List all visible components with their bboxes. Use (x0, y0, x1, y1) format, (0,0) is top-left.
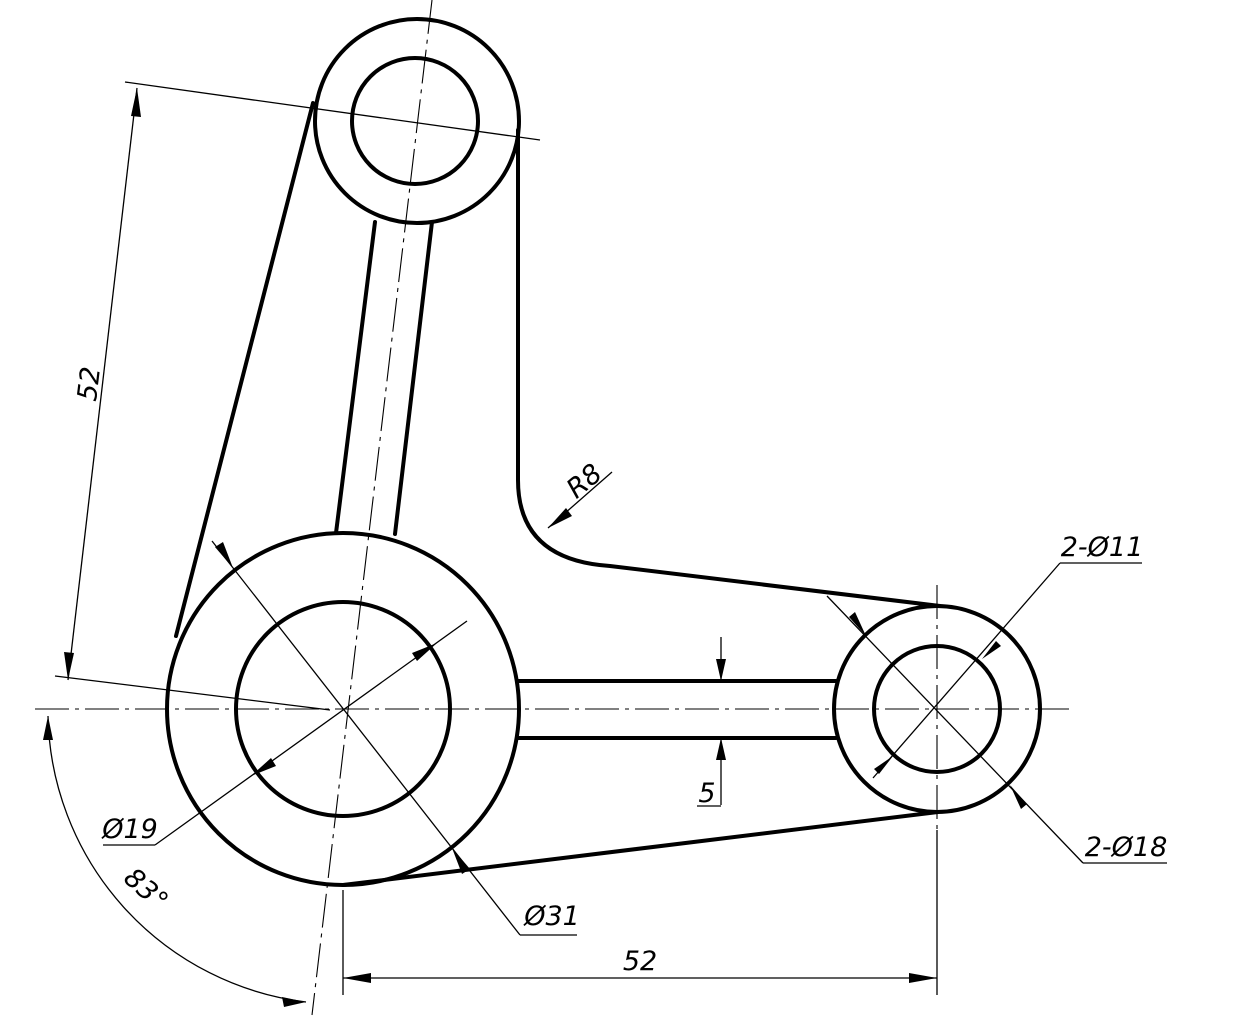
part-outline (165, 17, 1042, 887)
upper-right-edge (516, 128, 942, 608)
dimension-2-phi18: 2-Ø18 (826, 595, 1168, 864)
dimension-2-phi11: 2-Ø11 (872, 532, 1144, 779)
vertical-rib-edge-right (393, 220, 434, 536)
dimension-5: 5 (697, 637, 726, 809)
left-hole-circle (234, 600, 452, 818)
left-tangent-edge (174, 101, 315, 638)
dimension-52-aligned: 52 (54, 81, 541, 711)
top-hole-circle (350, 56, 480, 186)
dim-52-aligned-label: 52 (72, 365, 107, 403)
dim-phi19-label: Ø19 (101, 814, 158, 845)
top-boss-outer-circle (313, 17, 521, 225)
dim-phi31-label: Ø31 (523, 901, 580, 932)
center-lines (35, 0, 1070, 1016)
vertical-rib-edge-left (334, 220, 377, 535)
dim-r8-label: R8 (561, 458, 608, 505)
dim-5-label: 5 (698, 778, 715, 809)
right-hole-circle (872, 644, 1002, 774)
dim-52-horizontal-label: 52 (623, 946, 657, 977)
bottom-tangent-edge (341, 810, 940, 887)
dimension-phi31: Ø31 (211, 540, 580, 936)
dim-2-phi11-label: 2-Ø11 (1061, 532, 1144, 563)
dimension-r8: R8 (547, 458, 613, 529)
dimension-phi19: Ø19 (101, 620, 468, 846)
dimension-52-horizontal: 52 (342, 830, 938, 995)
dim-2-phi18-label: 2-Ø18 (1085, 832, 1168, 863)
